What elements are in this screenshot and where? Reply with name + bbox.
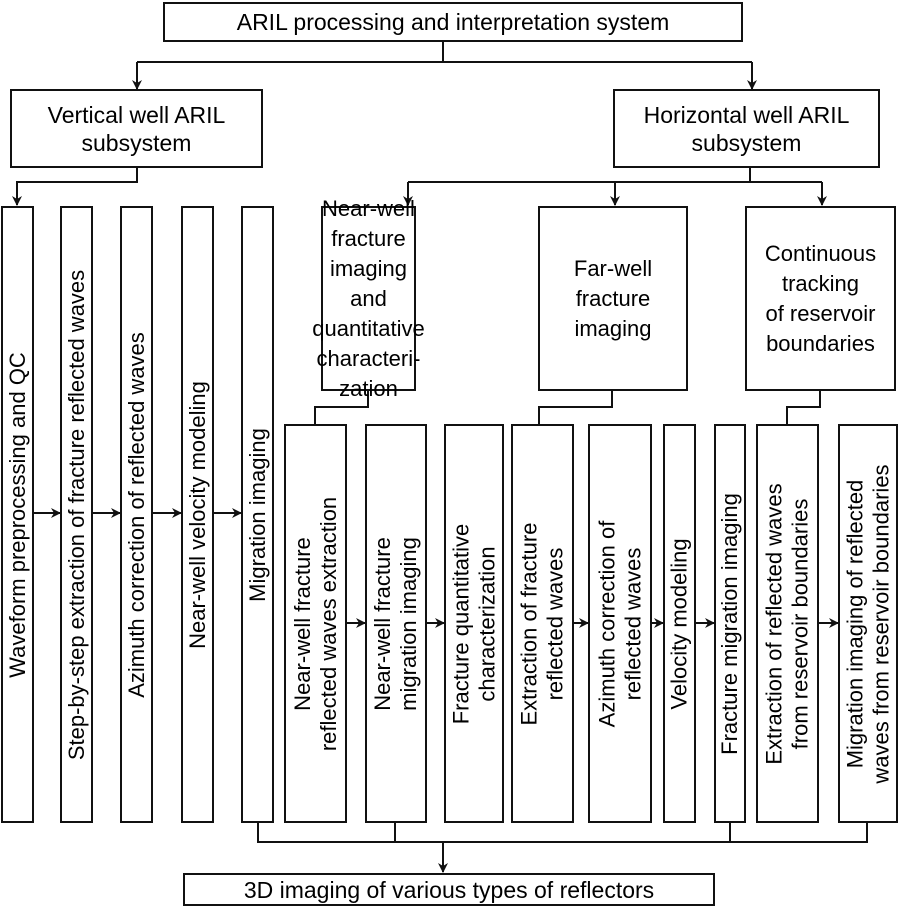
group-near-well-label: Near-well fracture imaging and quantitat… [312, 195, 425, 401]
horizontal-subsystem-box: Horizontal well ARIL subsystem [613, 89, 880, 168]
output-label: 3D imaging of various types of reflector… [243, 876, 655, 903]
step-label: Azimuth correction of reflected waves [593, 520, 645, 727]
step-label: Near-well fracture migration imaging [369, 536, 421, 711]
step-migration-imaging: Migration imaging [241, 206, 274, 823]
group-1-connector [314, 390, 369, 424]
step-label: Extraction of reflected waves from reser… [761, 482, 813, 765]
bottom-collector [257, 823, 868, 843]
vertical-subsystem-label: Vertical well ARIL subsystem [47, 101, 226, 156]
step-label: Near-well velocity modeling [184, 380, 210, 649]
vertical-subsystem-box: Vertical well ARIL subsystem [10, 89, 263, 168]
root-label: ARIL processing and interpretation syste… [236, 9, 670, 35]
step-label: Waveform preprocessing and QC [4, 351, 30, 678]
group-near-well-box: Near-well fracture imaging and quantitat… [312, 196, 425, 401]
step-label: Fracture quantitative characterization [447, 523, 499, 724]
group-far-well-label: Far-well fracture imaging [573, 255, 653, 341]
step-waveform-preprocessing: Waveform preprocessing and QC [1, 206, 34, 823]
group-boundaries-label: Continuous tracking of reservoir boundar… [764, 240, 877, 356]
group-3-connector [786, 390, 821, 424]
root-box: ARIL processing and interpretation syste… [163, 2, 743, 42]
step-label: Azimuth correction of reflected waves [123, 331, 149, 698]
step-label: Fracture migration imaging [716, 492, 742, 755]
step-near-well-extraction: Near-well fracture reflected waves extra… [284, 424, 347, 823]
step-label: Migration imaging [244, 427, 270, 602]
step-stepwise-extraction: Step-by-step extraction of fracture refl… [60, 206, 93, 823]
step-velocity-modeling: Near-well velocity modeling [181, 206, 214, 823]
step-label: Step-by-step extraction of fracture refl… [63, 269, 89, 760]
horizontal-subsystem-label: Horizontal well ARIL subsystem [643, 101, 850, 156]
root-connector [137, 42, 752, 63]
step-azimuth-correction: Azimuth correction of reflected waves [120, 206, 153, 823]
group-far-well-box: Far-well fracture imaging [538, 206, 688, 391]
output-box: 3D imaging of various types of reflector… [183, 873, 715, 906]
group-2-connector [538, 390, 613, 424]
step-far-well-velocity: Velocity modeling [663, 424, 696, 823]
step-label: Migration imaging of reflected waves fro… [842, 463, 894, 784]
step-far-well-migration: Fracture migration imaging [714, 424, 746, 823]
step-boundary-extraction: Extraction of reflected waves from reser… [756, 424, 819, 823]
step-label: Extraction of fracture reflected waves [516, 522, 568, 725]
step-far-well-extraction: Extraction of fracture reflected waves [511, 424, 574, 823]
step-near-well-migration: Near-well fracture migration imaging [365, 424, 427, 823]
step-label: Near-well fracture reflected waves extra… [289, 496, 341, 751]
step-fracture-characterization: Fracture quantitative characterization [444, 424, 504, 823]
vertical-connector [12, 167, 138, 206]
group-boundaries-box: Continuous tracking of reservoir boundar… [745, 206, 896, 391]
step-label: Velocity modeling [666, 537, 692, 710]
horizontal-connector [408, 167, 822, 183]
step-boundary-migration: Migration imaging of reflected waves fro… [838, 424, 898, 823]
step-far-well-azimuth: Azimuth correction of reflected waves [588, 424, 652, 823]
